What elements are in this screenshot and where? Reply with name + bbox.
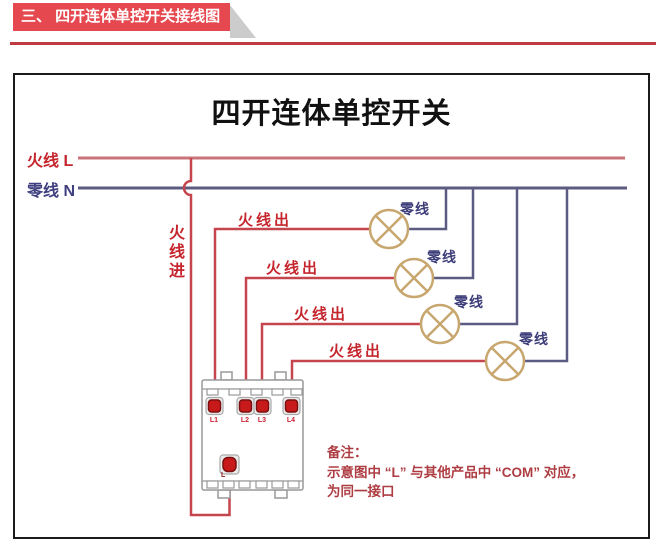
terminal-label-L4: L4 [286,417,296,424]
header-divider [10,42,656,45]
note-heading: 备注： [327,445,368,460]
live-in-wire [182,158,231,517]
neutral-out-label-4: 零线 [519,331,549,347]
neutral-wire-label: 零线 N [27,183,76,200]
neutral-out-label-1: 零线 [400,201,430,217]
terminal-label-L2: L2 [240,417,250,424]
terminal-label-L1: L1 [209,417,219,424]
neutral-wire-1 [408,189,448,231]
terminal-label-common: L [221,472,226,479]
lamp-icon-1 [368,208,410,250]
terminal-L1 [205,396,224,416]
live-out-wire-2 [244,276,395,400]
terminal-label-L3: L3 [257,417,267,424]
diagram-frame [13,73,650,539]
diagram-title: 四开连体单控开关 [211,98,452,130]
terminal-L4 [282,396,301,416]
neutral-wire-3 [459,189,519,326]
neutral-wire-4 [524,189,569,363]
terminal-common-L [219,454,240,475]
live-in-label: 火线进 [166,224,183,281]
live-out-label-4: 火线出 [329,343,384,360]
neutral-out-label-3: 零线 [454,294,484,310]
neutral-wire-2 [433,189,475,280]
switch-body [201,371,304,499]
live-out-label-2: 火线出 [266,260,321,277]
live-out-label-3: 火线出 [294,306,349,323]
live-wire-label: 火线 L [27,153,74,170]
section-banner-label: 三、 四开连体单控开关接线图 [21,8,221,25]
lamp-icon-3 [419,303,461,345]
section-banner: 三、 四开连体单控开关接线图 [13,3,230,31]
terminal-L2 [236,396,255,416]
switch-terminals [205,396,301,475]
live-out-wire-3 [260,322,421,400]
neutral-out-label-2: 零线 [427,249,457,265]
lamp-icon-4 [484,340,526,382]
live-out-wire-4 [290,359,486,400]
live-out-label-1: 火线出 [238,212,293,229]
note-line-3: 为同一接口 [327,484,395,499]
note-line-2: 示意图中 “L” 与其他产品中 “COM” 对应， [327,465,585,480]
lamp-icon-2 [393,257,435,299]
live-out-wire-1 [213,227,370,400]
terminal-L3 [253,396,272,416]
